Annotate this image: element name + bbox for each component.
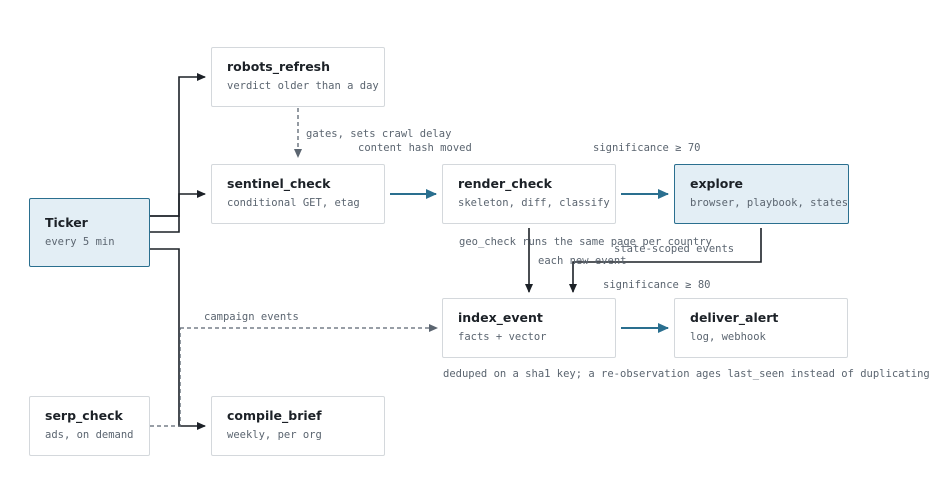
node-explore[interactable]: explore browser, playbook, states: [674, 164, 849, 224]
node-title: compile_brief: [227, 408, 322, 423]
edge-ticker-robots: [150, 73, 206, 217]
edge-label-deduped: deduped on a sha1 key; a re-observation …: [443, 368, 930, 380]
node-subtitle: browser, playbook, states: [690, 197, 849, 209]
node-index-event[interactable]: index_event facts + vector: [442, 298, 616, 358]
edge-label-geo-check: geo_check runs the same page per country: [459, 236, 712, 248]
edge-label-significance-80: significance ≥ 80: [603, 279, 711, 291]
edge-label-each-new-event: each new event: [538, 255, 627, 267]
edge-ticker-compile: [150, 248, 206, 430]
node-title: robots_refresh: [227, 59, 331, 74]
node-subtitle: facts + vector: [458, 331, 547, 343]
edge-ticker-sentinel: [150, 190, 206, 217]
node-subtitle: weekly, per org: [227, 429, 322, 441]
node-title: deliver_alert: [690, 310, 779, 325]
node-subtitle: conditional GET, etag: [227, 197, 360, 209]
edge-label-gates: gates, sets crawl delay: [306, 128, 452, 140]
node-robots-refresh[interactable]: robots_refresh verdict older than a day: [211, 47, 385, 107]
node-serp-check[interactable]: serp_check ads, on demand: [29, 396, 150, 456]
node-subtitle: log, webhook: [690, 331, 766, 343]
node-sentinel-check[interactable]: sentinel_check conditional GET, etag: [211, 164, 385, 224]
edge-label-content-hash: content hash moved: [358, 142, 472, 154]
node-title: serp_check: [45, 408, 123, 423]
node-subtitle: skeleton, diff, classify: [458, 197, 610, 209]
node-subtitle: every 5 min: [45, 236, 115, 248]
node-ticker[interactable]: Ticker every 5 min: [29, 198, 150, 267]
node-deliver-alert[interactable]: deliver_alert log, webhook: [674, 298, 848, 358]
edge-label-significance-70: significance ≥ 70: [593, 142, 701, 154]
node-title: explore: [690, 176, 744, 191]
node-subtitle: ads, on demand: [45, 429, 134, 441]
node-title: Ticker: [45, 215, 88, 230]
node-title: index_event: [458, 310, 543, 325]
edge-serp-campaign: [150, 328, 181, 427]
edge-label-campaign-events: campaign events: [204, 311, 299, 323]
node-title: render_check: [458, 176, 552, 191]
node-compile-brief[interactable]: compile_brief weekly, per org: [211, 396, 385, 456]
node-render-check[interactable]: render_check skeleton, diff, classify: [442, 164, 616, 224]
edge-label-state-scoped: state-scoped events: [614, 243, 735, 255]
edge-explore-index: [569, 228, 762, 293]
node-subtitle: verdict older than a day: [227, 80, 379, 92]
node-title: sentinel_check: [227, 176, 331, 191]
edge-ticker-sentinel-2: [150, 216, 180, 233]
